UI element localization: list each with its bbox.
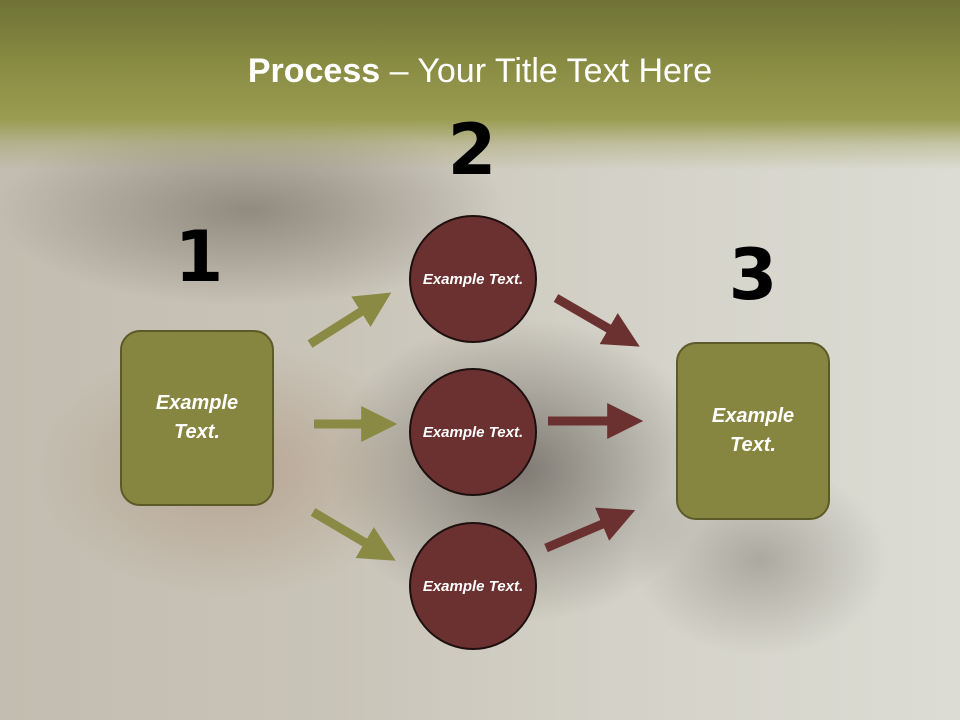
circle-bottom-text: Example Text. — [422, 577, 524, 595]
step-1-box: Example Text. — [120, 330, 274, 506]
title-bold: Process — [247, 52, 381, 90]
circle-middle-text: Example Text. — [422, 423, 524, 441]
step-2-circle-bottom: Example Text. — [409, 522, 537, 650]
step-2-circle-middle: Example Text. — [409, 368, 537, 496]
header-band — [0, 0, 960, 170]
step-1-box-text: Example Text. — [155, 392, 239, 443]
step-number-2: 2 — [447, 109, 497, 191]
step-number-3: 3 — [728, 234, 778, 316]
title-rest: – Your Title Text Here — [380, 52, 713, 90]
arrow-to-circle-bottom — [310, 508, 396, 561]
arrow-from-circle-bottom — [544, 507, 636, 553]
step-3-box: Example Text. — [676, 342, 830, 520]
arrow-to-circle-top — [307, 292, 392, 348]
step-2-circle-top: Example Text. — [409, 215, 537, 343]
step-number-1: 1 — [174, 216, 224, 298]
step-3-box-text: Example Text. — [711, 405, 795, 456]
arrow-from-circle-top — [553, 294, 640, 347]
circle-top-text: Example Text. — [422, 270, 524, 288]
slide-title: Process – Your Title Text Here — [0, 52, 960, 91]
